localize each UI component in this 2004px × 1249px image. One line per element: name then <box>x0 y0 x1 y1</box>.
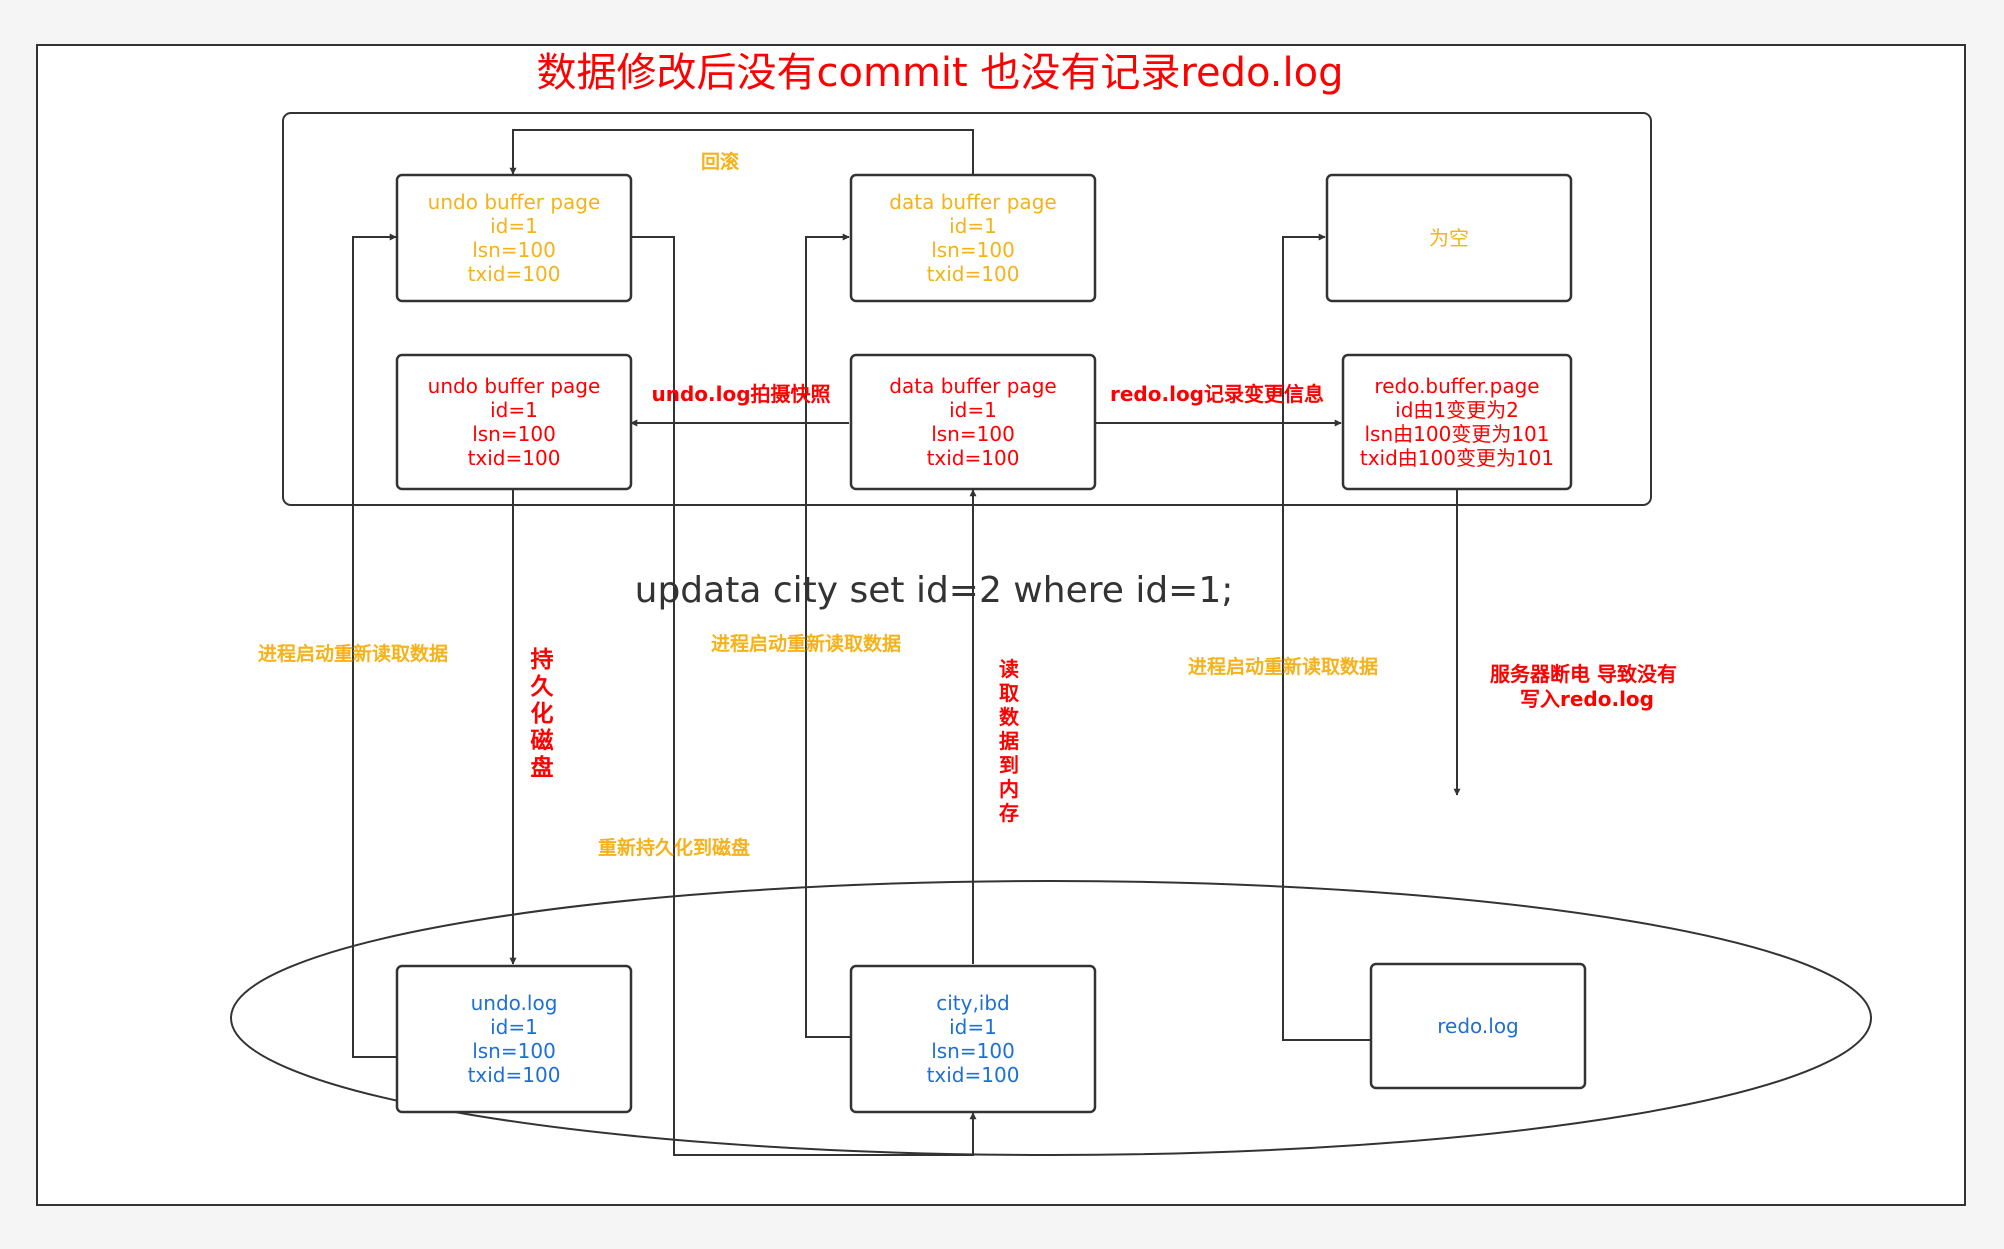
node-redo-buf-top: 为空 <box>1325 173 1573 303</box>
sql-statement: updata city set id=2 where id=1; <box>635 570 1234 611</box>
vertical-label-char: 到 <box>999 753 1019 777</box>
node-redo-log: redo.log <box>1369 962 1587 1090</box>
node-text-line: lsn=100 <box>472 238 556 262</box>
node-text-line: data buffer page <box>889 190 1056 214</box>
redo-record-label: redo.log记录变更信息 <box>1110 382 1324 406</box>
vertical-label-char: 内 <box>999 777 1019 801</box>
vertical-label-char: 持 <box>531 647 554 673</box>
restart-arrow-redo <box>1282 233 1371 1041</box>
vertical-label-char: 取 <box>999 681 1019 705</box>
node-box <box>1369 962 1587 1090</box>
vertical-label-char: 数 <box>999 705 1020 729</box>
node-text-line: data buffer page <box>889 374 1056 398</box>
vertical-label-char: 磁 <box>531 727 554 754</box>
node-text-line: city,ibd <box>936 991 1010 1015</box>
connectors <box>352 129 1461 1156</box>
node-text-line: id=1 <box>949 1015 997 1039</box>
vertical-label-char: 据 <box>999 729 1019 753</box>
nodes: undo buffer pageid=1lsn=100txid=100data … <box>395 173 1587 1114</box>
restart-label-undo: 进程启动重新读取数据 <box>258 642 448 665</box>
node-text-line: txid=100 <box>468 1063 561 1087</box>
node-text-line: txid=100 <box>468 262 561 286</box>
re-persist-arrow <box>631 236 977 1156</box>
node-box <box>849 353 1097 491</box>
node-text-line: undo.log <box>471 991 558 1015</box>
node-text-line: lsn由100变更为101 <box>1365 422 1550 446</box>
node-text-line: 为空 <box>1429 226 1469 250</box>
undo-snapshot-label: undo.log拍摄快照 <box>651 382 830 406</box>
vertical-label-char: 读 <box>999 657 1019 681</box>
vertical-label-char: 存 <box>999 801 1019 825</box>
restart-label-data: 进程启动重新读取数据 <box>711 632 901 655</box>
node-box <box>395 964 633 1114</box>
rollback-label: 回滚 <box>701 150 740 173</box>
vertical-label-char: 盘 <box>531 754 554 781</box>
power-off-line-1: 服务器断电 导致没有 <box>1490 662 1677 686</box>
node-text-line: id=1 <box>949 214 997 238</box>
node-text-line: lsn=100 <box>472 422 556 446</box>
node-box <box>395 353 633 491</box>
node-redo-buf-mid: redo.buffer.pageid由1变更为2lsn由100变更为101txi… <box>1341 353 1573 491</box>
node-text-line: id=1 <box>949 398 997 422</box>
power-off-line-2: 写入redo.log <box>1520 687 1654 711</box>
node-text-line: lsn=100 <box>931 422 1015 446</box>
node-text-line: lsn=100 <box>931 1039 1015 1063</box>
node-box <box>849 173 1097 303</box>
node-text-line: id=1 <box>490 214 538 238</box>
restart-arrow-data <box>805 233 851 1038</box>
vertical-label-char: 久 <box>531 673 554 700</box>
node-text-line: id=1 <box>490 398 538 422</box>
node-text-line: lsn=100 <box>472 1039 556 1063</box>
node-text-line: txid=100 <box>927 262 1020 286</box>
restart-arrow-undo <box>352 233 397 1058</box>
node-text-line: lsn=100 <box>931 238 1015 262</box>
node-text-line: id由1变更为2 <box>1395 398 1519 422</box>
node-text-line: undo buffer page <box>428 190 601 214</box>
node-text-line: undo buffer page <box>428 374 601 398</box>
memory-container <box>282 112 1652 506</box>
power-off-label: 服务器断电 导致没有 写入redo.log <box>1490 662 1684 711</box>
diagram-title: 数据修改后没有commit 也没有记录redo.log <box>537 50 1344 96</box>
node-text-line: redo.log <box>1437 1014 1519 1038</box>
disk-ellipse <box>230 880 1872 1156</box>
node-box <box>1325 173 1573 303</box>
restart-label-redo: 进程启动重新读取数据 <box>1188 655 1378 678</box>
node-text-line: txid由100变更为101 <box>1360 446 1554 470</box>
node-text-line: txid=100 <box>927 1063 1020 1087</box>
rollback-arrow <box>509 129 974 175</box>
node-text-line: redo.buffer.page <box>1374 374 1539 398</box>
node-text-line: id=1 <box>490 1015 538 1039</box>
node-box <box>395 173 633 303</box>
node-box <box>1341 353 1573 491</box>
node-box <box>849 964 1097 1114</box>
node-text-line: txid=100 <box>468 446 561 470</box>
vertical-label-char: 化 <box>531 700 554 727</box>
node-text-line: txid=100 <box>927 446 1020 470</box>
re-persist-label: 重新持久化到磁盘 <box>598 836 750 859</box>
